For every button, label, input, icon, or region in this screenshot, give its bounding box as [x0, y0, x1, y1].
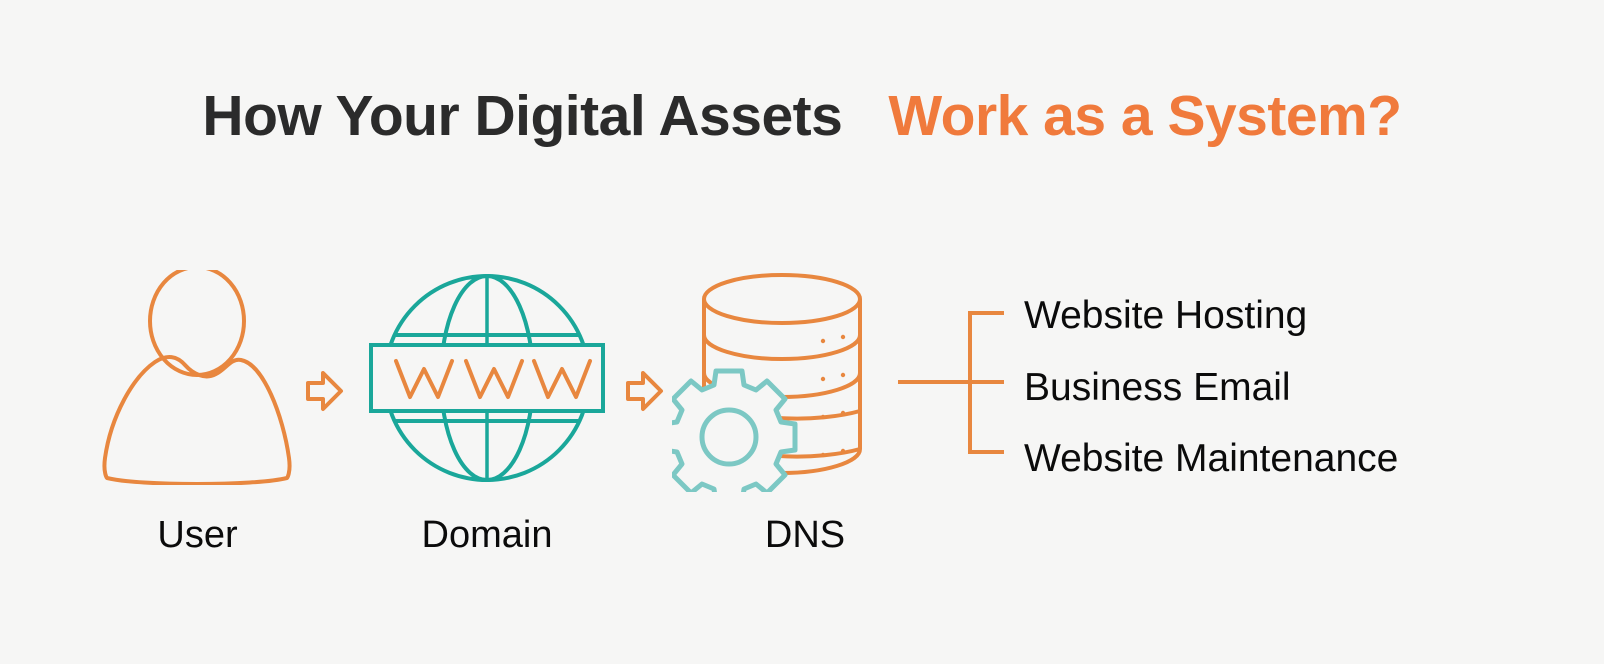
page-title-accent: Work as a System?: [888, 84, 1402, 148]
arrow-right-icon: [625, 370, 665, 412]
flow-diagram: Website Hosting Business Email Website M…: [0, 255, 1604, 585]
user-icon: [95, 270, 300, 485]
service-item-website-hosting: Website Hosting: [1024, 294, 1308, 337]
stage-label-user: User: [157, 514, 238, 556]
database-gear-icon: [672, 267, 892, 492]
page-title-dark: How Your Digital Assets: [202, 84, 843, 148]
service-item-business-email: Business Email: [1024, 366, 1291, 409]
globe-www-icon: [368, 269, 606, 487]
page-title: How Your Digital Assets Work as a System…: [0, 88, 1604, 145]
service-item-website-maintenance: Website Maintenance: [1024, 437, 1399, 480]
bracket-connector: [898, 300, 1013, 465]
stage-label-domain: Domain: [421, 514, 553, 556]
arrow-right-icon: [305, 370, 345, 412]
stage-label-dns: DNS: [764, 514, 846, 556]
